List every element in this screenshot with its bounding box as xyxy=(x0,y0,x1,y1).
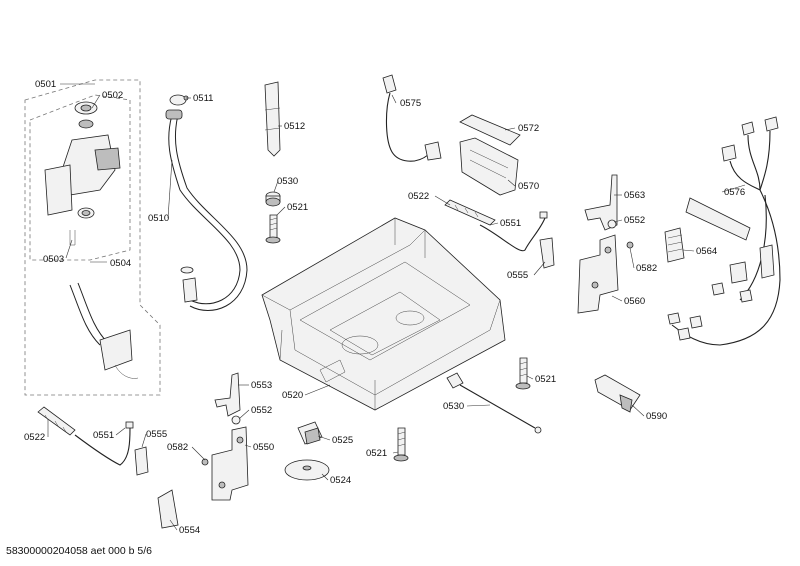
label-0575: 0575 xyxy=(400,98,421,109)
label-0525: 0525 xyxy=(332,435,353,446)
label-0521-upper: 0521 xyxy=(287,202,308,213)
label-0524: 0524 xyxy=(330,475,351,486)
label-0530-lower: 0530 xyxy=(443,401,464,412)
bracket-0512 xyxy=(264,81,281,157)
bracket-0560 xyxy=(577,234,619,314)
clip-0554 xyxy=(157,489,179,529)
label-0576: 0576 xyxy=(724,187,745,198)
drawing-reference-footer: 58300000204058 aet 000 b 5/6 xyxy=(6,545,152,557)
rod-0522-lower xyxy=(37,406,76,436)
label-0560: 0560 xyxy=(624,296,645,307)
rod-0522-upper xyxy=(444,199,496,226)
inlet-valve-assembly xyxy=(44,101,121,246)
connector-block-0564 xyxy=(664,227,685,263)
screw-0552-lower xyxy=(231,415,241,425)
clip-0555-upper xyxy=(539,237,555,269)
housing-0570 xyxy=(459,137,519,196)
leveling-foot-0521-upper xyxy=(265,214,281,244)
label-0552-lower: 0552 xyxy=(251,405,272,416)
label-0522-lower: 0522 xyxy=(24,432,45,443)
label-0522-upper: 0522 xyxy=(408,191,429,202)
label-0551-lower: 0551 xyxy=(93,430,114,441)
label-0555-upper: 0555 xyxy=(507,270,528,281)
label-0563: 0563 xyxy=(624,190,645,201)
part-labels: 0501 0502 0503 0504 0510 0511 0512 0530 … xyxy=(24,79,745,536)
hose-clamp-0511 xyxy=(169,94,189,106)
base-pan-0520 xyxy=(261,217,506,411)
label-0550: 0550 xyxy=(253,442,274,453)
wiring-harness-0576 xyxy=(667,116,781,346)
label-0564: 0564 xyxy=(696,246,717,257)
cover-0572 xyxy=(459,114,521,146)
label-0512: 0512 xyxy=(284,121,305,132)
sensor-wire-0551-upper xyxy=(479,211,548,252)
label-0503: 0503 xyxy=(43,254,64,265)
label-0554: 0554 xyxy=(179,525,200,536)
label-0572: 0572 xyxy=(518,123,539,134)
float-disc-0524 xyxy=(284,459,330,481)
label-0555-lower: 0555 xyxy=(146,429,167,440)
leveling-foot-0521-right xyxy=(515,357,531,390)
label-0570: 0570 xyxy=(518,181,539,192)
power-cord-0575 xyxy=(382,74,442,162)
sensor-wire-0551-lower xyxy=(74,421,134,466)
clip-0555-lower xyxy=(134,446,149,476)
label-0521-right: 0521 xyxy=(535,374,556,385)
label-0520: 0520 xyxy=(282,390,303,401)
label-0582-upper: 0582 xyxy=(636,263,657,274)
hose-0510 xyxy=(165,109,248,311)
label-0551-upper: 0551 xyxy=(500,218,521,229)
label-0553: 0553 xyxy=(251,380,272,391)
component-0525 xyxy=(297,421,323,445)
label-0510: 0510 xyxy=(148,213,169,224)
drain-hose-0504 xyxy=(69,282,139,379)
screw-0582-lower xyxy=(201,458,209,466)
bracket-0550 xyxy=(211,426,249,501)
label-0504: 0504 xyxy=(110,258,131,269)
leader-lines xyxy=(47,83,746,531)
sensor-cable-0530-lower xyxy=(446,372,542,434)
label-0552-upper: 0552 xyxy=(624,215,645,226)
label-0511: 0511 xyxy=(193,93,213,104)
label-0501: 0501 xyxy=(35,79,56,90)
screw-0552-upper xyxy=(607,219,617,229)
group-outline-0501 xyxy=(24,79,161,396)
bracket-0563 xyxy=(584,174,618,231)
bracket-0553 xyxy=(214,372,241,417)
screw-0582-upper xyxy=(626,241,634,249)
panel-0590 xyxy=(594,374,641,413)
label-0530-upper: 0530 xyxy=(277,176,298,187)
leveling-foot-0521-lower-left xyxy=(393,427,409,462)
label-0521-lower-left: 0521 xyxy=(366,448,387,459)
label-0502: 0502 xyxy=(102,90,123,101)
cap-0530-upper xyxy=(265,191,281,207)
label-0582-lower: 0582 xyxy=(167,442,188,453)
label-0590: 0590 xyxy=(646,411,667,422)
